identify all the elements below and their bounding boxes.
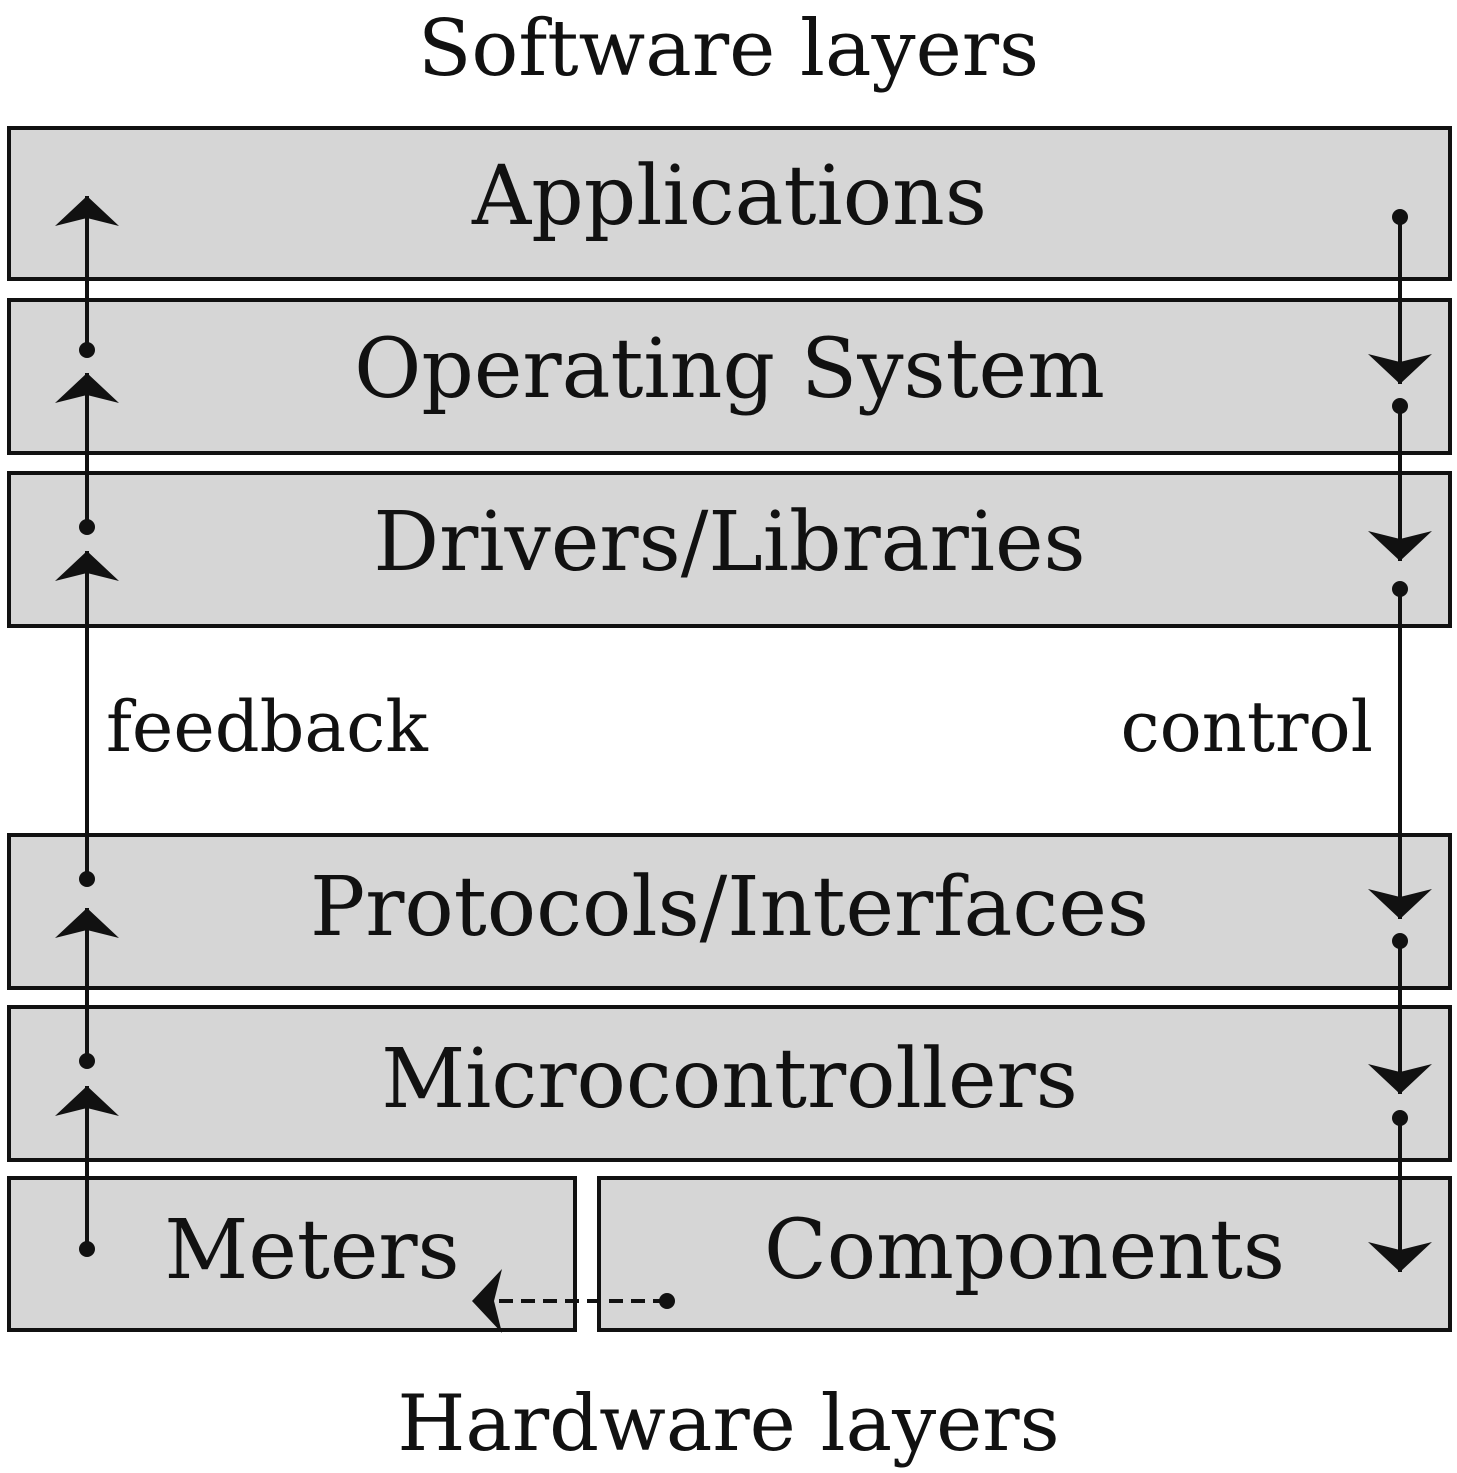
control-node (1392, 398, 1408, 414)
layer-microcontrollers: Microcontrollers (7, 1005, 1452, 1162)
control-node (1392, 209, 1408, 225)
control-label: control (1120, 686, 1373, 768)
feedback-node (79, 871, 95, 887)
feedback-node (79, 1053, 95, 1069)
components-node (659, 1293, 675, 1309)
feedback-node (79, 1241, 95, 1257)
feedback-node (79, 342, 95, 358)
layer-components: Components (597, 1176, 1452, 1332)
layer-protocols-interfaces: Protocols/Interfaces (7, 833, 1452, 990)
control-node (1392, 1110, 1408, 1126)
layer-meters: Meters (7, 1176, 577, 1332)
software-layers-heading: Software layers (417, 4, 1040, 94)
hardware-layers-heading: Hardware layers (397, 1379, 1060, 1469)
feedback-node (79, 519, 95, 535)
layer-applications: Applications (7, 126, 1452, 281)
layer-operating-system: Operating System (7, 298, 1452, 455)
control-node (1392, 933, 1408, 949)
layer-drivers-libraries: Drivers/Libraries (7, 471, 1452, 628)
control-node (1392, 581, 1408, 597)
feedback-label: feedback (106, 686, 428, 768)
